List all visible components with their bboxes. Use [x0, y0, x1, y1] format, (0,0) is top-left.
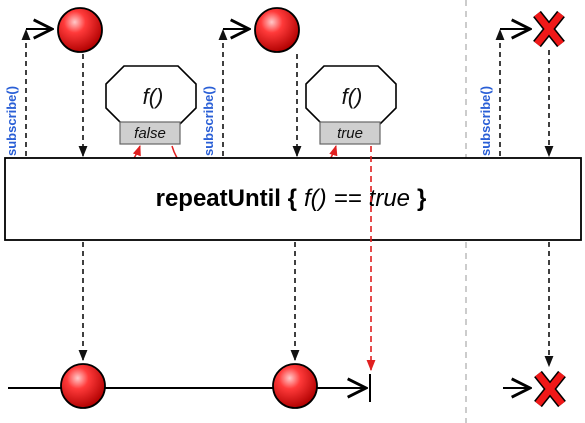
predicate-label-1: f() — [143, 84, 164, 109]
operator-close-brace: } — [417, 185, 426, 212]
source-subscription-2: subscribe() — [201, 7, 302, 158]
predicate-box-true: f() true — [305, 65, 397, 145]
operator-box — [4, 157, 582, 241]
subscribe-label-3: subscribe() — [478, 86, 493, 156]
output-timeline-2 — [503, 370, 566, 408]
predicate-result-chip-false — [119, 121, 181, 145]
operator-name: repeatUntil — [156, 185, 281, 212]
marble-top-1 — [57, 7, 103, 53]
operator-condition-fn: f() — [304, 185, 327, 212]
subscribe-label-2: subscribe() — [201, 86, 216, 156]
marble-bottom-2 — [272, 363, 318, 409]
predicate-result-false: false — [134, 125, 166, 142]
output-timeline-1 — [8, 363, 371, 409]
predicate-box-false: f() false — [105, 65, 197, 145]
predicate-result-chip-true — [319, 121, 381, 145]
error-x-icon-bottom — [534, 370, 566, 408]
subscribe-label-1: subscribe() — [4, 86, 19, 156]
operator-open-brace: { — [281, 185, 297, 212]
predicate-label-2: f() — [342, 84, 363, 109]
error-x-icon-top — [533, 10, 565, 48]
source-subscription-1: subscribe() — [4, 7, 103, 158]
marble-bottom-1 — [60, 363, 106, 409]
predicate-result-true: true — [337, 125, 363, 142]
source-subscription-3: subscribe() — [478, 10, 565, 158]
operator-label: repeatUntil { f() == true} — [156, 185, 427, 212]
operator-condition-value: true — [369, 185, 410, 212]
marble-top-2 — [254, 7, 300, 53]
operator-condition-op: == — [334, 185, 362, 212]
